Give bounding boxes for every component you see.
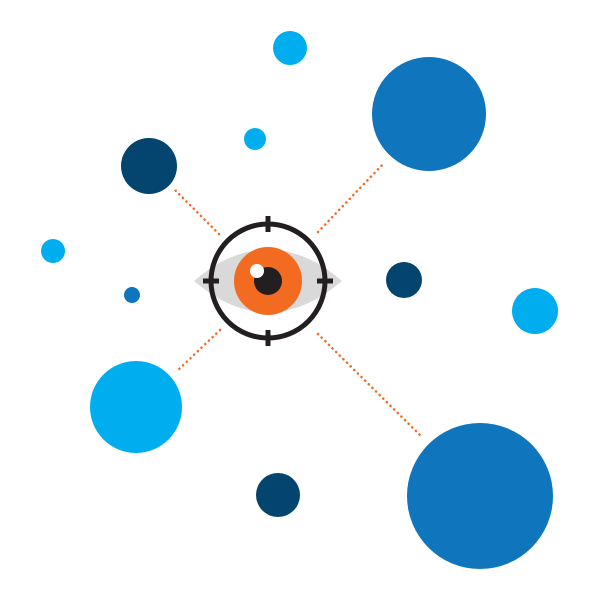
node-lower-left-large (90, 361, 182, 453)
node-left-small (41, 239, 65, 263)
node-upper-small (244, 128, 266, 150)
node-bottom-navy (256, 473, 300, 517)
node-bottom-right-large (407, 423, 553, 569)
node-right-light (512, 288, 558, 334)
eye-target-icon (194, 216, 342, 346)
connector-top-left (173, 188, 221, 236)
connector-bottom-right (316, 332, 425, 440)
node-upper-left (121, 138, 177, 194)
node-left-tiny (124, 287, 140, 303)
node-right-navy (386, 262, 422, 298)
node-top-small (273, 31, 307, 65)
connector-bottom-left (174, 328, 222, 374)
connector-top-right (316, 160, 387, 234)
node-top-right-large (372, 57, 486, 171)
eye-highlight (250, 264, 264, 278)
